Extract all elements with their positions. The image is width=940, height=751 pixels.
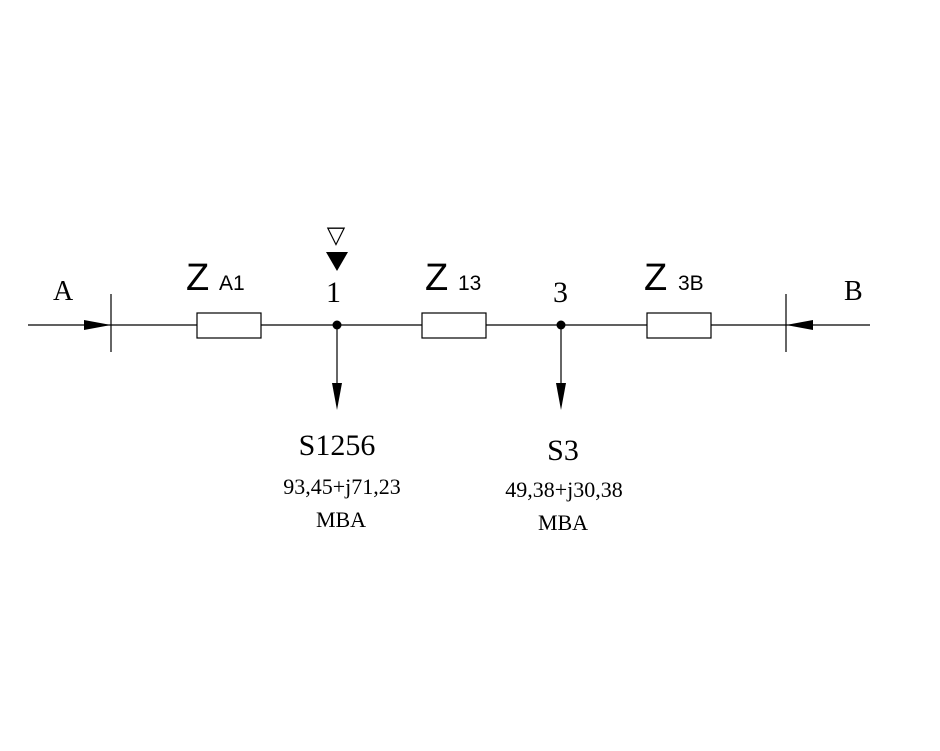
impedance-3b-symbol: Z [644, 257, 667, 299]
node-3-label: 3 [553, 276, 568, 309]
impedance-3b-subscript: 3B [678, 272, 704, 295]
node-3-load-arrowhead [556, 383, 566, 410]
left-infeed-arrowhead [84, 320, 111, 330]
source-label-a: A [53, 276, 74, 307]
load-s3-unit: MBA [538, 510, 588, 535]
load-s3-name: S3 [547, 434, 579, 467]
load-s1256-name: S1256 [299, 429, 376, 462]
impedance-3b-resistor [646, 312, 712, 339]
load-s1256-unit: MBA [316, 507, 366, 532]
load-s3-value: 49,38+j30,38 [505, 477, 623, 502]
split-point-outline-icon: ▽ [327, 222, 346, 249]
impedance-13-subscript: 13 [458, 272, 481, 295]
load-s1256-value: 93,45+j71,23 [283, 474, 401, 499]
source-label-b: B [844, 276, 863, 307]
impedance-13-symbol: Z [425, 257, 448, 299]
impedance-a1-resistor [196, 312, 262, 339]
split-point-filled-icon [326, 252, 348, 271]
impedance-a1-subscript: A1 [219, 272, 245, 295]
impedance-13-resistor [421, 312, 487, 339]
node-1-load-arrowhead [332, 383, 342, 410]
node-1-label: 1 [326, 276, 341, 309]
right-infeed-arrowhead [786, 320, 813, 330]
impedance-a1-symbol: Z [186, 257, 209, 299]
